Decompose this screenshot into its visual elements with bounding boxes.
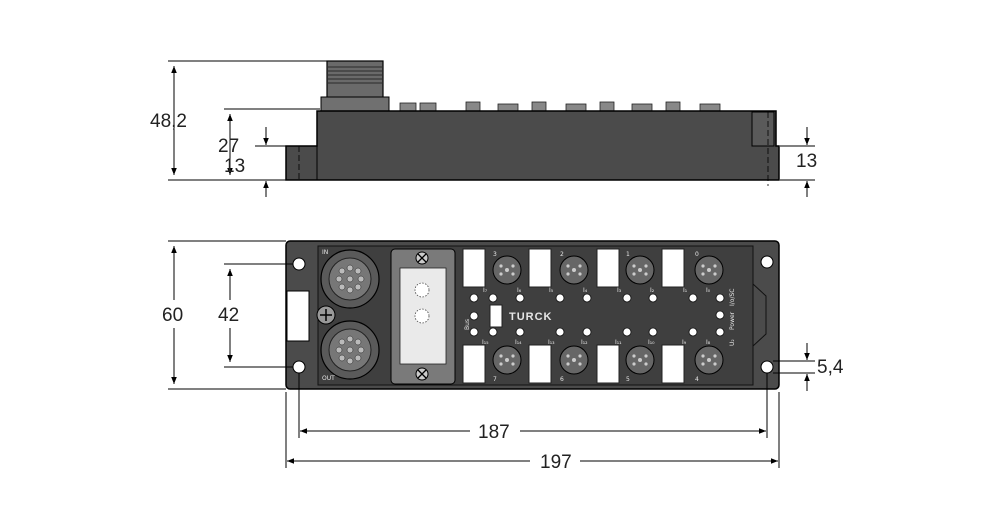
dim-13-right: 13 (796, 151, 817, 172)
dim-187: 187 (478, 422, 510, 443)
svg-text:1: 1 (626, 251, 630, 258)
brand-logo: TURCK (509, 311, 553, 323)
in-connector (320, 249, 380, 309)
side-connector-base (320, 96, 390, 112)
svg-text:I₈: I₈ (706, 339, 711, 346)
svg-text:3: 3 (493, 251, 497, 258)
top-dimensions: 60 42 5,4 187 197 (160, 240, 844, 474)
svg-text:7: 7 (493, 376, 497, 383)
svg-text:4: 4 (695, 376, 699, 383)
side-housing (285, 110, 780, 181)
svg-text:I₁₂: I₁₂ (581, 339, 588, 346)
port-numbers-bottom: 7 6 5 4 (493, 376, 699, 383)
out-connector (320, 320, 380, 380)
led-labels-bottom: I₁₅ I₁₄ I₁₃ I₁₂ I₁₁ I₁₀ I₉ I₈ (482, 339, 711, 346)
port-slots (462, 248, 685, 384)
dim-60: 60 (162, 305, 183, 326)
dim-13-left: 13 (224, 156, 245, 177)
label-power: Power (729, 311, 736, 330)
rotary-switch-2 (414, 308, 430, 324)
svg-text:5: 5 (626, 376, 630, 383)
dim-197: 197 (540, 452, 572, 473)
side-caps (399, 101, 721, 112)
svg-text:I₁₄: I₁₄ (515, 339, 522, 346)
svg-text:I₁₅: I₁₅ (482, 339, 489, 346)
side-dimensions: 48,2 27 13 13 (150, 60, 817, 197)
mount-hole-bottom-right (760, 360, 774, 374)
mount-hole-bottom-left (292, 360, 306, 374)
status-leds (469, 293, 725, 337)
svg-text:I₁₁: I₁₁ (615, 339, 622, 346)
mount-hole-top-left (292, 257, 306, 271)
svg-text:2: 2 (560, 251, 564, 258)
mount-hole-top-right (760, 255, 774, 269)
label-bus: Bus (464, 319, 471, 330)
label-window (286, 290, 310, 342)
svg-text:I₇: I₇ (483, 287, 488, 294)
svg-text:0: 0 (695, 251, 699, 258)
svg-text:I₁: I₁ (683, 287, 688, 294)
label-out: OUT (322, 375, 335, 382)
led-labels-top: I₇ I₆ I₅ I₄ I₃ I₂ I₁ I₀ (483, 287, 711, 294)
side-right-recess (751, 111, 775, 147)
svg-text:I₁₀: I₁₀ (648, 339, 655, 346)
svg-text:I₄: I₄ (583, 287, 588, 294)
label-in: IN (322, 249, 328, 256)
dim-48-2: 48,2 (150, 111, 187, 132)
label-u2: U₂ (729, 339, 736, 346)
svg-text:I₂: I₂ (650, 287, 655, 294)
connector-thread (327, 66, 383, 84)
top-view: IN OUT (285, 240, 780, 390)
m12-port-pins (499, 264, 717, 366)
svg-text:I₀: I₀ (706, 287, 711, 294)
svg-text:I₉: I₉ (682, 339, 687, 346)
side-view (285, 60, 780, 186)
svg-text:6: 6 (560, 376, 564, 383)
svg-text:I₆: I₆ (517, 287, 522, 294)
svg-text:I₅: I₅ (549, 287, 554, 294)
dim-27: 27 (218, 136, 239, 157)
label-io-sc: I/o/SC (729, 289, 736, 306)
rotary-switch-1 (414, 282, 430, 298)
dim-5-4: 5,4 (817, 357, 844, 378)
svg-text:I₃: I₃ (617, 287, 622, 294)
dim-42: 42 (218, 305, 239, 326)
port-numbers-top: 3 2 1 0 (493, 251, 699, 258)
svg-text:I₁₃: I₁₃ (548, 339, 555, 346)
